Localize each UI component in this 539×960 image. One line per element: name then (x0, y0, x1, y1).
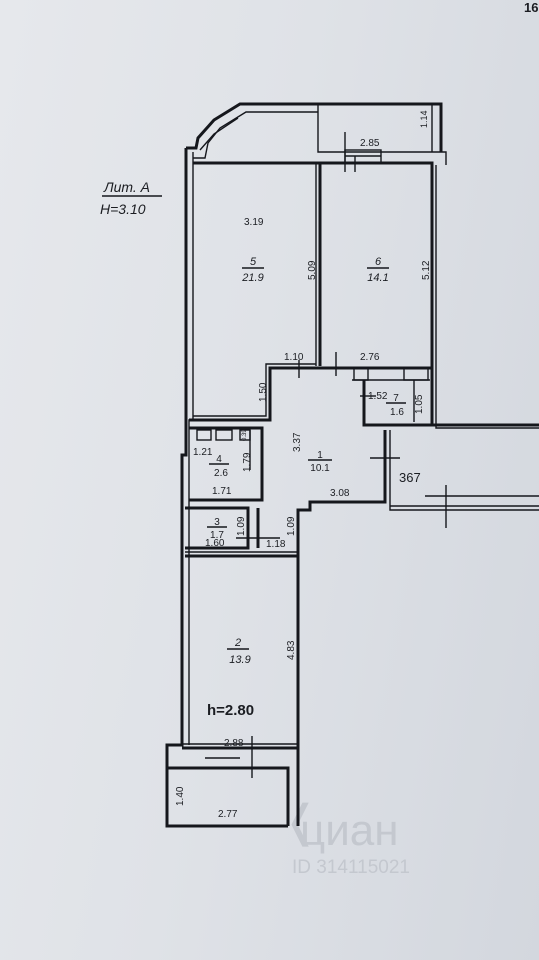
litera-title: Лит. А (103, 179, 150, 195)
room-4-area: 2.6 (214, 468, 228, 479)
room-6-number: 6 (375, 256, 382, 268)
openings (205, 132, 447, 778)
watermark-brand: циан (300, 806, 399, 855)
dim-balcony-bottom-width: 2.77 (218, 809, 238, 820)
dim-room1-width: 3.08 (330, 488, 350, 499)
dim-room6-depth: 5.12 (421, 260, 432, 280)
room-3: 3 1.7 (207, 517, 227, 541)
watermark-id: ID 314115021 (292, 857, 410, 878)
room-2-area: 13.9 (229, 654, 250, 666)
dim-367: 367 (399, 470, 421, 485)
dim-corridor-width: 1.18 (266, 539, 286, 550)
dimension-labels: 2.85 1.14 3.19 5.09 5.12 1.10 2.76 1.50 … (175, 110, 432, 820)
room-5-number: 5 (250, 256, 257, 268)
dim-room4-width-top: 1.21 (193, 447, 213, 458)
room-5: 5 21.9 (241, 256, 264, 284)
dim-balcony-top-depth: 1.14 (419, 110, 429, 128)
room-6-area: 14.1 (367, 272, 388, 284)
room-1-number: 1 (317, 450, 323, 461)
dim-110: 1.10 (284, 352, 304, 363)
room-5-area: 21.9 (241, 272, 263, 284)
dim-room1-depth: 3.37 (292, 432, 303, 452)
room-2: 2 13.9 h=2.80 (207, 637, 254, 719)
room-1-area: 10.1 (310, 463, 330, 474)
dim-balcony-bottom-depth: 1.40 (175, 786, 186, 806)
room-6: 6 14.1 (367, 256, 389, 284)
dim-corridor-depth: 1.09 (286, 516, 297, 536)
room-7-number: 7 (393, 393, 399, 404)
room-3-number: 3 (214, 517, 220, 528)
dim-room4-small: 0.39 (242, 429, 248, 441)
interior-walls (182, 163, 432, 750)
dim-room3-depth: 1.09 (236, 516, 247, 536)
dim-room5-width: 3.19 (244, 217, 264, 228)
dim-room2-depth: 4.83 (286, 640, 297, 660)
dim-room5-depth: 5.09 (307, 260, 318, 280)
page-number: 16 (524, 0, 538, 15)
room-2-number: 2 (234, 637, 241, 649)
dim-152: 1.52 (368, 391, 388, 402)
litera-height: H=3.10 (100, 201, 146, 217)
room-7-area: 1.6 (390, 407, 404, 418)
dim-room4-width: 1.71 (212, 486, 232, 497)
dim-276: 2.76 (360, 352, 380, 363)
room-3-area: 1.7 (210, 530, 224, 541)
dim-room4-depth: 1.79 (242, 452, 253, 472)
dim-balcony-top-width: 2.85 (360, 138, 380, 149)
dim-150: 1.50 (258, 382, 269, 402)
room-4-number: 4 (216, 454, 222, 465)
room-7: 7 1.6 (386, 393, 406, 418)
dim-room3-width: 1.60 (205, 538, 225, 549)
dim-105: 1.05 (414, 394, 425, 414)
room-1: 1 10.1 (308, 450, 332, 474)
room-2-height: h=2.80 (207, 702, 254, 719)
dim-room2-width: 2.88 (224, 738, 244, 749)
room-4: 4 2.6 (209, 454, 229, 479)
